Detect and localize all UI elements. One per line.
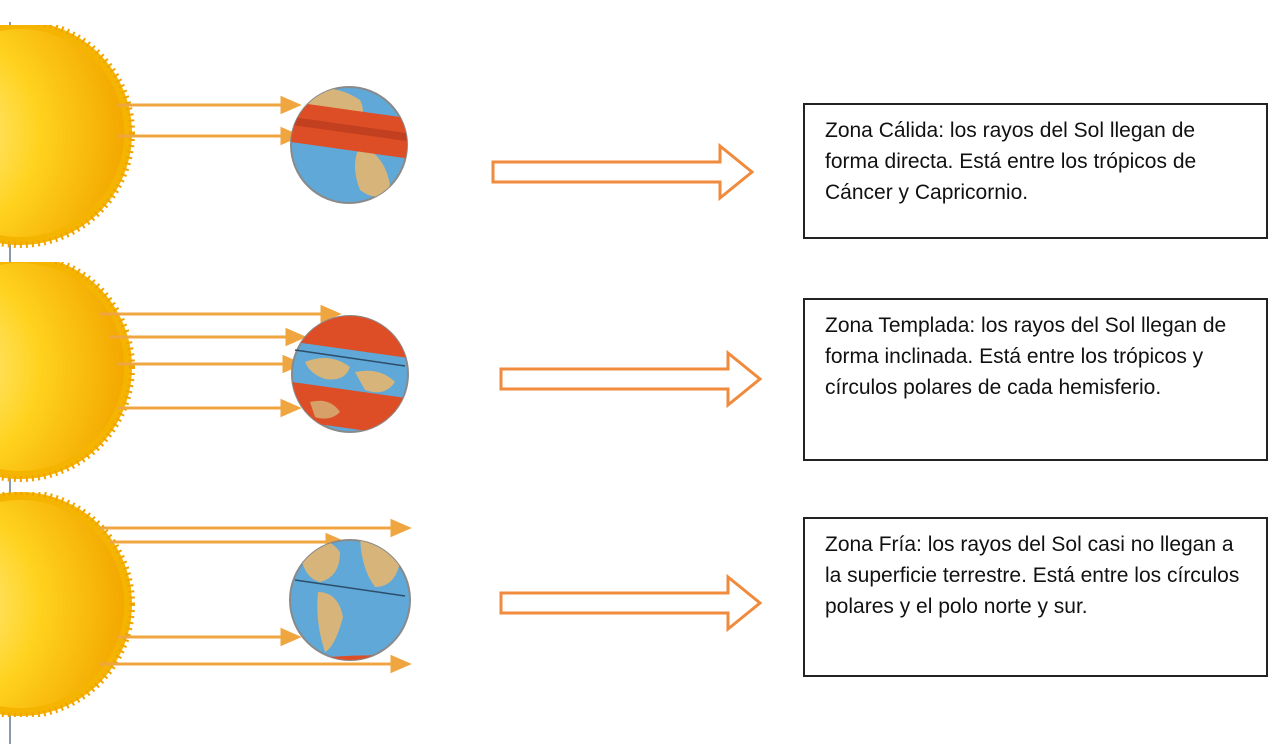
zone-description-text: Zona Fría: los rayos del Sol casi no lle… <box>825 533 1240 618</box>
zone-description-text: Zona Templada: los rayos del Sol llegan … <box>825 314 1227 399</box>
zone-description-box-calida: Zona Cálida: los rayos del Sol llegan de… <box>803 103 1268 239</box>
earth <box>289 539 411 661</box>
sun <box>0 492 135 717</box>
zone-description-box-fria: Zona Fría: los rayos del Sol casi no lle… <box>803 517 1268 677</box>
zone-description-box-templada: Zona Templada: los rayos del Sol llegan … <box>803 298 1268 461</box>
sun-earth-illustration-calida <box>0 25 480 250</box>
right-arrow-icon <box>491 142 755 202</box>
right-arrow-icon <box>499 573 763 633</box>
right-arrow-icon <box>499 349 763 409</box>
sun-earth-illustration-templada <box>0 262 480 487</box>
earth <box>291 315 409 433</box>
sun <box>0 262 135 482</box>
sun <box>0 25 135 248</box>
earth <box>290 86 408 204</box>
sun-rays <box>100 304 342 418</box>
zone-description-text: Zona Cálida: los rayos del Sol llegan de… <box>825 119 1197 204</box>
sun-earth-illustration-fria <box>0 492 480 717</box>
sun-rays <box>118 95 302 146</box>
